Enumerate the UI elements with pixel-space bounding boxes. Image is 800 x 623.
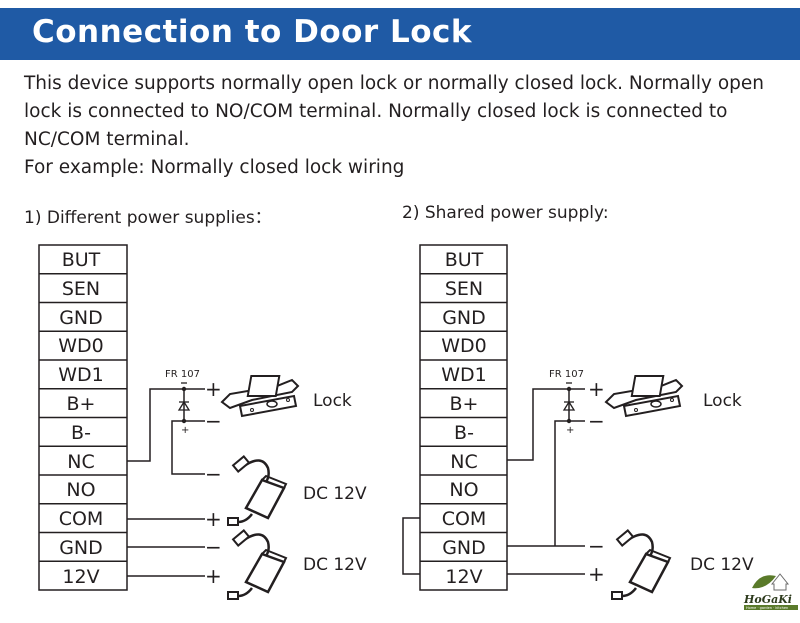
header-bar: Connection to Door Lock <box>0 8 800 60</box>
terminal-gnd: GND <box>59 307 103 329</box>
terminal-wd1: WD1 <box>441 364 487 386</box>
intro-text: This device supports normally open lock … <box>24 70 784 182</box>
terminal-block-right <box>419 244 508 591</box>
diode-left: + FR 107 <box>165 369 200 436</box>
terminal-wd1: WD1 <box>58 364 104 386</box>
svg-text:+: + <box>181 425 189 436</box>
lock-label: Lock <box>313 391 352 411</box>
svg-text:HoGaKi: HoGaKi <box>743 593 792 606</box>
lock-plus: + <box>205 377 222 401</box>
diode-label: FR 107 <box>549 369 584 380</box>
terminal-12v: 12V <box>62 566 99 588</box>
power-adapter-icon <box>226 455 288 527</box>
terminal-gnd: GND <box>442 307 486 329</box>
psu2-minus: − <box>205 535 222 559</box>
terminal-block-left <box>38 244 128 591</box>
terminal-but: BUT <box>445 249 484 271</box>
terminal-gnd-power: GND <box>442 537 486 559</box>
intro-example: For example: Normally closed lock wiring <box>24 157 405 178</box>
terminal-b-plus: B+ <box>450 393 479 415</box>
terminal-no: NO <box>66 479 95 501</box>
psu1-minus: − <box>205 462 222 486</box>
terminal-nc: NC <box>450 451 477 473</box>
svg-text:Home · garden · kitchen: Home · garden · kitchen <box>746 606 788 610</box>
terminal-but: BUT <box>62 249 101 271</box>
intro-description: This device supports normally open lock … <box>24 73 764 150</box>
diode-right: + FR 107 <box>549 369 584 436</box>
terminal-b-plus: B+ <box>67 393 96 415</box>
terminal-gnd-power: GND <box>59 537 103 559</box>
terminal-wd0: WD0 <box>441 335 487 357</box>
terminal-sen: SEN <box>445 278 483 300</box>
psu2-plus: + <box>205 564 222 588</box>
psu1-plus: + <box>205 507 222 531</box>
power-label-1: DC 12V <box>303 484 367 504</box>
terminal-sen: SEN <box>62 278 100 300</box>
terminal-b-minus: B- <box>71 422 91 444</box>
lock-minus: − <box>205 409 222 433</box>
wires-right <box>402 388 585 575</box>
psu-minus: − <box>588 534 605 558</box>
door-lock-icon <box>221 375 299 417</box>
page-title: Connection to Door Lock <box>32 14 473 50</box>
psu-plus: + <box>588 562 605 586</box>
power-adapter-icon <box>226 529 288 601</box>
terminal-b-minus: B- <box>454 422 474 444</box>
lock-plus: + <box>588 377 605 401</box>
lock-label: Lock <box>703 391 742 411</box>
hogaki-logo: HoGaKi Home · garden · kitchen <box>743 573 798 610</box>
caption-shared-power: 2) Shared power supply: <box>402 203 609 223</box>
wires-left <box>127 388 205 577</box>
power-label-2: DC 12V <box>303 555 367 575</box>
svg-text:+: + <box>566 425 574 436</box>
lock-minus: − <box>588 409 605 433</box>
power-label: DC 12V <box>690 555 754 575</box>
terminal-12v: 12V <box>445 566 482 588</box>
terminal-no: NO <box>449 479 478 501</box>
door-lock-icon <box>605 375 683 417</box>
power-adapter-icon <box>610 529 672 601</box>
terminal-nc: NC <box>67 451 94 473</box>
terminal-wd0: WD0 <box>58 335 104 357</box>
terminal-com: COM <box>59 508 104 530</box>
diode-label: FR 107 <box>165 369 200 380</box>
caption-different-power: 1) Different power supplies： <box>24 208 272 228</box>
terminal-com: COM <box>442 508 487 530</box>
